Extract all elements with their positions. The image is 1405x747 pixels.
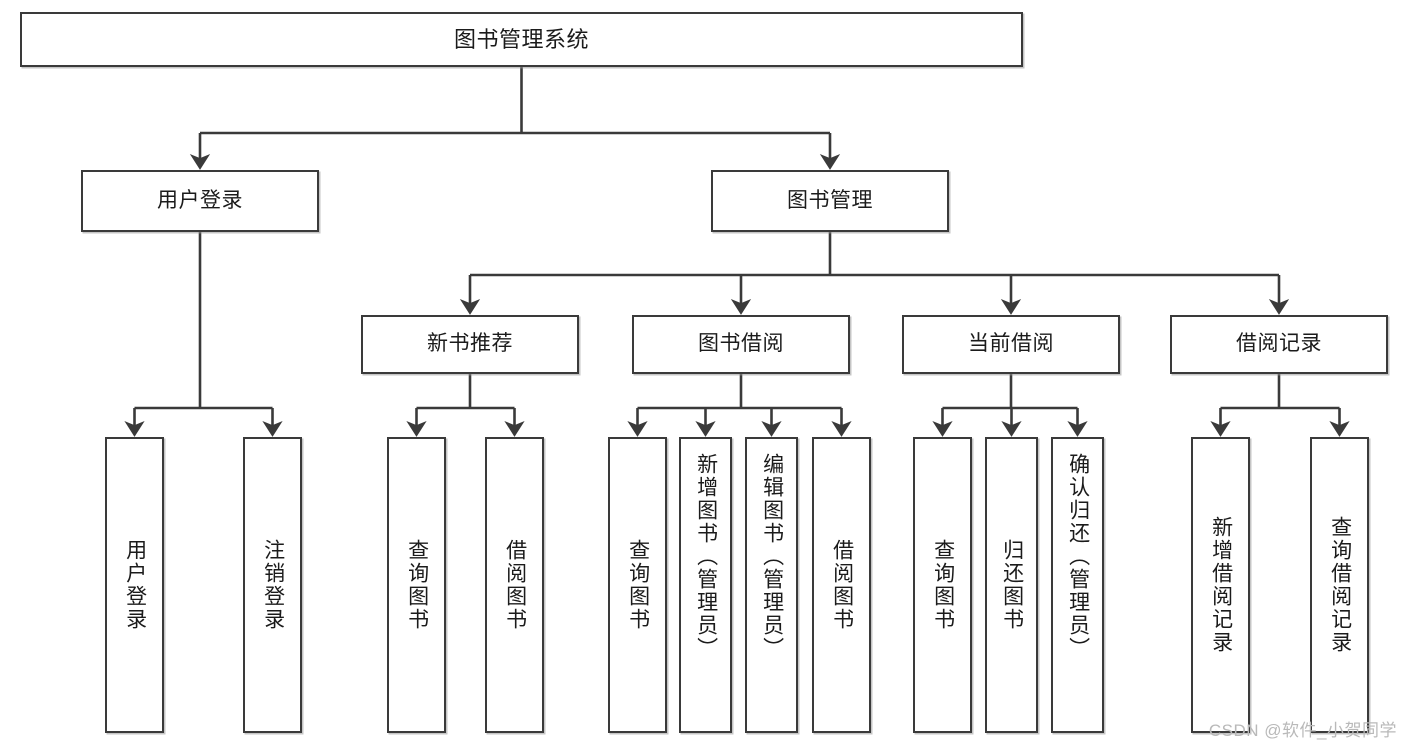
node-label: 新增图书（管理员） <box>694 453 718 660</box>
node-label: 查询图书 <box>931 539 955 631</box>
node-leaf-edit-book-admin[interactable]: 编辑图书（管理员） <box>745 437 798 733</box>
node-label: 确认归还（管理员） <box>1066 453 1090 660</box>
node-label: 当前借阅 <box>968 332 1054 356</box>
node-leaf-borrow-book-2[interactable]: 借阅图书 <box>812 437 871 733</box>
node-label: 用户登录 <box>157 188 243 212</box>
node-label: 新增借阅记录 <box>1209 516 1233 654</box>
node-label: 新书推荐 <box>427 332 513 356</box>
node-leaf-user-logout[interactable]: 注销登录 <box>243 437 302 733</box>
node-leaf-query-book-2[interactable]: 查询图书 <box>608 437 667 733</box>
node-leaf-borrow-book-1[interactable]: 借阅图书 <box>485 437 544 733</box>
node-label: 借阅记录 <box>1236 332 1322 356</box>
node-label: 借阅图书 <box>830 539 854 631</box>
node-root-system[interactable]: 图书管理系统 <box>20 12 1023 67</box>
node-label: 图书管理系统 <box>453 26 589 52</box>
node-leaf-add-book-admin[interactable]: 新增图书（管理员） <box>679 437 732 733</box>
node-label: 用户登录 <box>123 539 147 631</box>
node-user-login[interactable]: 用户登录 <box>81 170 319 232</box>
node-current-borrow[interactable]: 当前借阅 <box>902 315 1120 374</box>
node-leaf-query-book-3[interactable]: 查询图书 <box>913 437 972 733</box>
node-label: 编辑图书（管理员） <box>760 453 784 660</box>
node-leaf-query-borrow-rec[interactable]: 查询借阅记录 <box>1310 437 1369 733</box>
node-label: 图书借阅 <box>698 332 784 356</box>
node-leaf-query-book-1[interactable]: 查询图书 <box>387 437 446 733</box>
node-label: 借阅图书 <box>503 539 527 631</box>
node-label: 图书管理 <box>787 188 873 212</box>
node-leaf-confirm-return[interactable]: 确认归还（管理员） <box>1051 437 1104 733</box>
node-book-borrow[interactable]: 图书借阅 <box>632 315 850 374</box>
node-label: 查询借阅记录 <box>1328 516 1352 654</box>
node-new-book-rec[interactable]: 新书推荐 <box>361 315 579 374</box>
node-label: 注销登录 <box>261 539 285 631</box>
node-label: 归还图书 <box>1000 539 1024 631</box>
node-leaf-return-book[interactable]: 归还图书 <box>985 437 1038 733</box>
node-leaf-add-borrow-rec[interactable]: 新增借阅记录 <box>1191 437 1250 733</box>
node-label: 查询图书 <box>405 539 429 631</box>
node-borrow-record[interactable]: 借阅记录 <box>1170 315 1388 374</box>
node-leaf-user-login[interactable]: 用户登录 <box>105 437 164 733</box>
node-label: 查询图书 <box>626 539 650 631</box>
node-book-manage[interactable]: 图书管理 <box>711 170 949 232</box>
